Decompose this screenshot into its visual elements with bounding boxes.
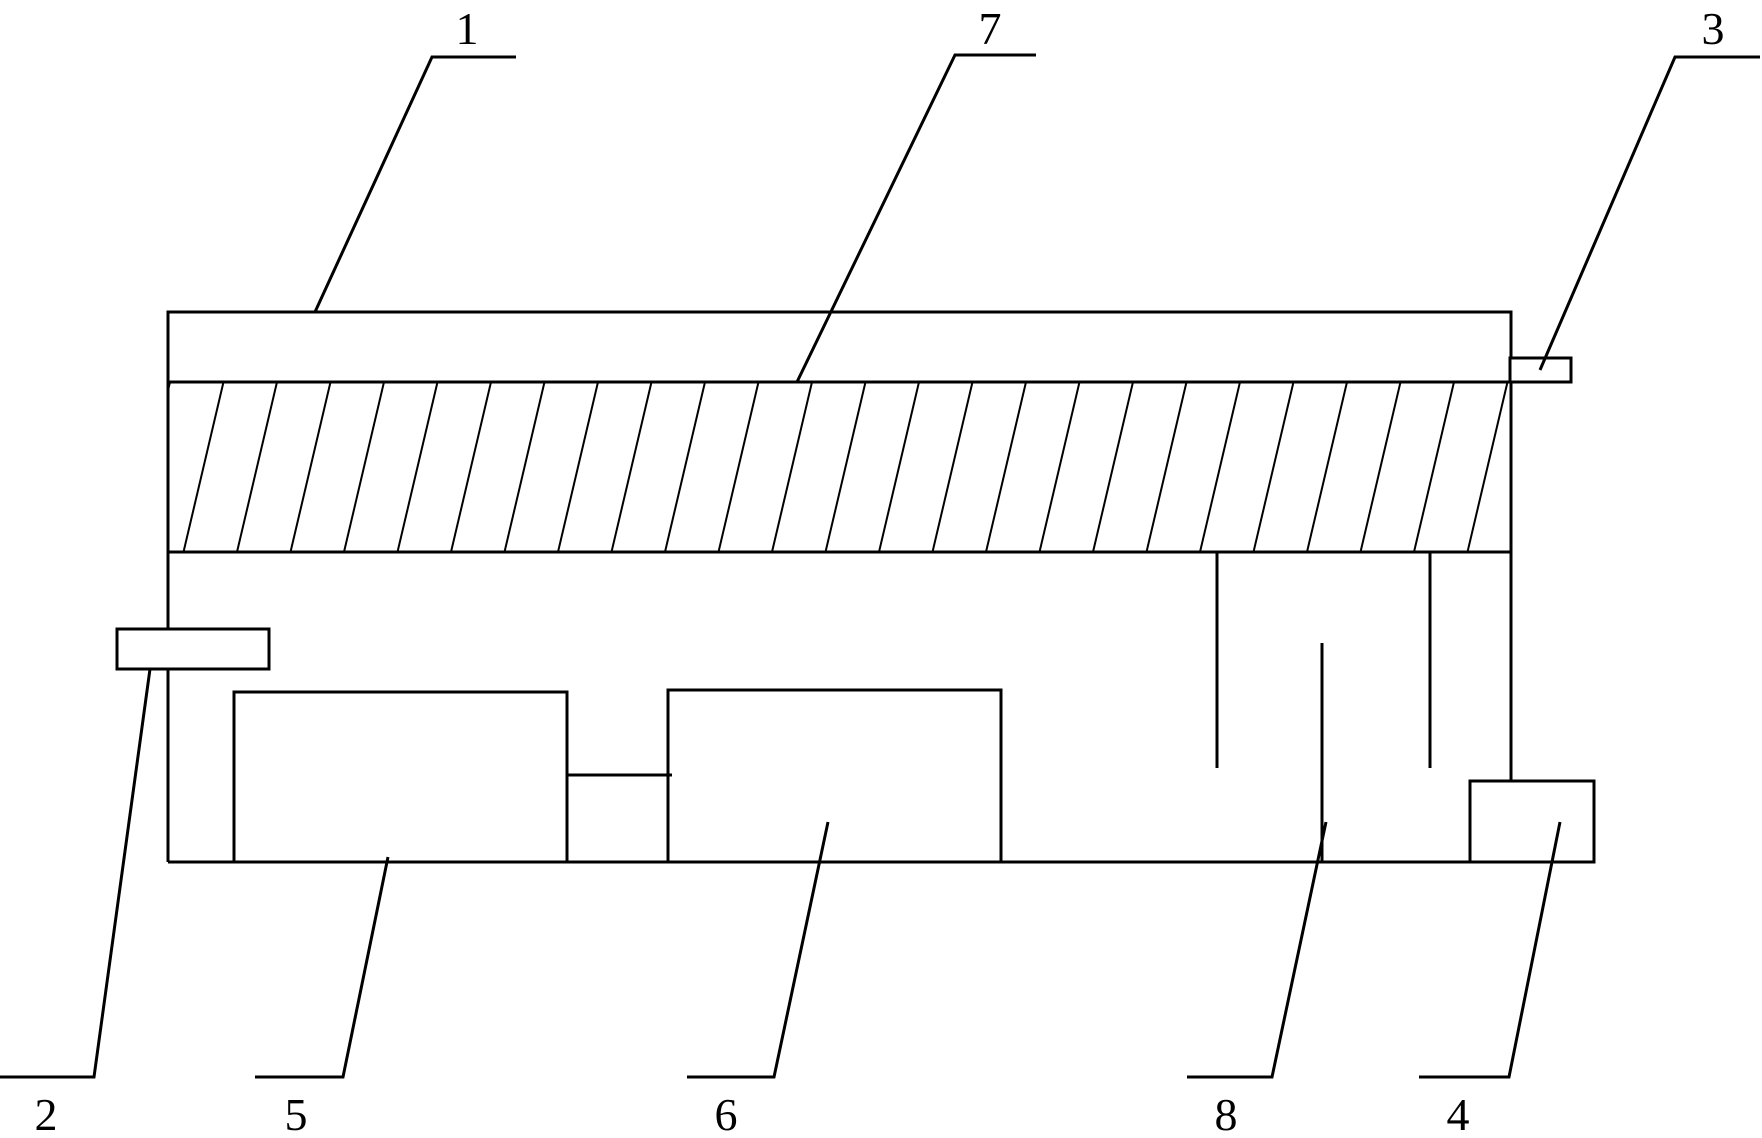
- label-part-8: 8: [1215, 1089, 1238, 1138]
- leader-line-7: [795, 53, 1036, 383]
- leader-line-4: [1419, 821, 1562, 1079]
- left-tab-part-2: [115, 627, 271, 671]
- hatch-line: [289, 382, 332, 552]
- hatch-line: [1306, 382, 1348, 552]
- hatch-line: [824, 382, 867, 552]
- label-part-7: 7: [979, 3, 1002, 54]
- label-part-5: 5: [285, 1089, 308, 1138]
- hatched-layer: [166, 380, 1513, 554]
- box-part-6: [666, 688, 1003, 864]
- leader-line-5: [255, 856, 390, 1079]
- hatch-line: [1145, 382, 1188, 552]
- leader-line-8: [1187, 821, 1328, 1079]
- leader-line-1: [313, 55, 516, 313]
- label-part-3: 3: [1702, 3, 1725, 54]
- hatch-pattern: [168, 382, 1561, 552]
- hatch-line: [1252, 382, 1295, 552]
- hatch-line: [343, 382, 385, 552]
- hatch-line: [1521, 382, 1561, 552]
- housing-top-frame: [166, 310, 1513, 384]
- hatch-line: [1199, 382, 1241, 552]
- hatch-line: [1466, 382, 1509, 552]
- leader-line-3: [1538, 55, 1760, 371]
- hatch-line: [610, 382, 653, 552]
- label-part-2: 2: [35, 1089, 58, 1138]
- hatch-line: [182, 382, 225, 552]
- hatch-line: [396, 382, 439, 552]
- hatch-line: [1092, 382, 1134, 552]
- hatch-line: [1359, 382, 1402, 552]
- hatch-line: [931, 382, 974, 552]
- hatch-line: [1038, 382, 1081, 552]
- leader-line-2: [0, 668, 152, 1079]
- label-part-1: 1: [456, 3, 479, 54]
- label-part-4: 4: [1447, 1089, 1470, 1138]
- bottom-right-block-part-4: [1468, 779, 1596, 864]
- hatch-line: [985, 382, 1027, 552]
- hatch-line: [450, 382, 492, 552]
- hatch-line: [168, 382, 171, 395]
- hatch-line: [236, 382, 278, 552]
- hatch-line: [503, 382, 546, 552]
- box-part-5: [232, 690, 569, 864]
- leader-line-6: [687, 821, 830, 1079]
- hatch-line: [1413, 382, 1455, 552]
- label-part-6: 6: [715, 1089, 738, 1138]
- hatch-line: [557, 382, 599, 552]
- hatch-line: [878, 382, 920, 552]
- hatch-line: [664, 382, 706, 552]
- hatch-line: [771, 382, 813, 552]
- hatch-line: [717, 382, 760, 552]
